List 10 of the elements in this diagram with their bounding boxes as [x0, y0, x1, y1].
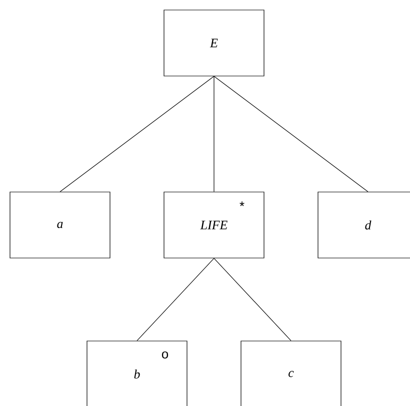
node-mark: *	[240, 202, 244, 206]
connector-line	[214, 76, 368, 192]
connector-line	[136, 258, 214, 341]
tree-box: E	[164, 10, 264, 76]
node-mark: o	[162, 351, 168, 359]
tree-box: d	[318, 192, 410, 258]
tree-box: c	[240, 340, 342, 406]
connector-line	[60, 76, 214, 192]
tree-box: a	[10, 192, 110, 258]
connector-line	[214, 258, 292, 341]
